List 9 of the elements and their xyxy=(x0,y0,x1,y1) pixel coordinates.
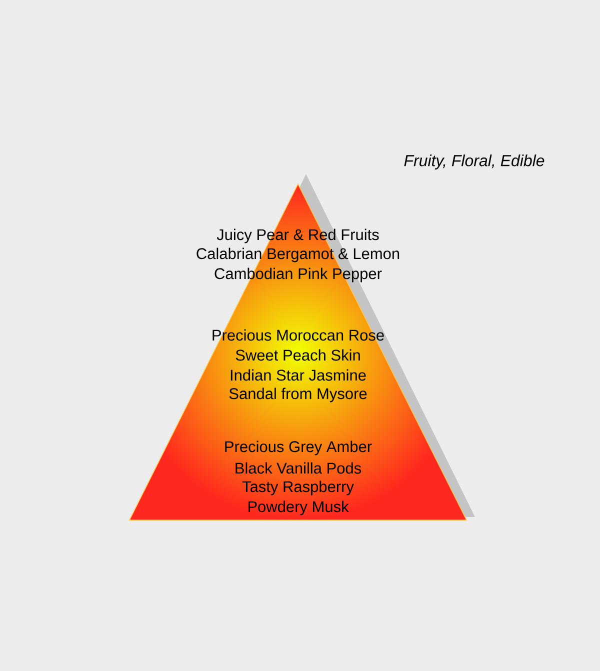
note-text: Powdery Musk xyxy=(248,500,349,516)
note-text: Indian Star Jasmine xyxy=(230,369,366,381)
note-text: Sweet Peach Skin xyxy=(236,349,360,361)
note-text: Precious Grey Amber xyxy=(225,440,372,456)
note-text: Sandal from Mysore xyxy=(229,388,367,402)
note-text: Calabrian Bergamot & Lemon xyxy=(196,248,400,262)
note-text: Tasty Raspberry xyxy=(242,480,354,496)
note-text: Black Vanilla Pods xyxy=(236,462,362,474)
tagline: Fruity, Floral, Edible xyxy=(404,154,544,170)
